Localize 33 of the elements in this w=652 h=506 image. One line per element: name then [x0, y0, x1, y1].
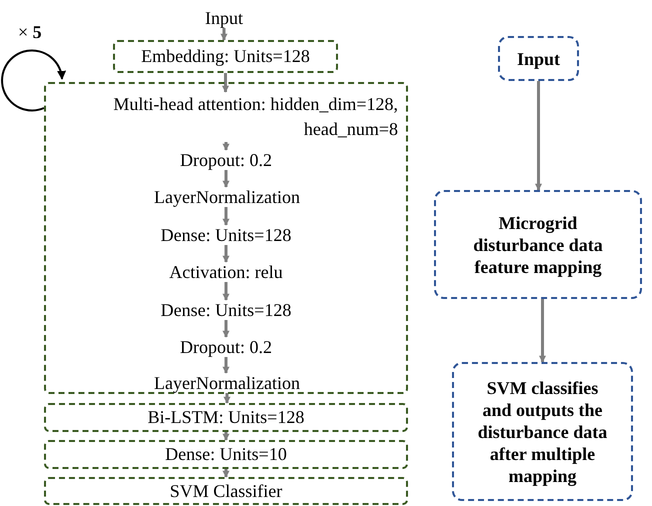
arrow — [222, 142, 230, 151]
layer-label: Dropout: 0.2 — [180, 150, 272, 170]
layer-label: Dense: Units=128 — [160, 225, 292, 245]
process-box: Microgrid disturbance data feature mapping — [434, 190, 642, 299]
arrow — [539, 299, 546, 363]
arrow — [222, 207, 230, 226]
arrow — [222, 357, 230, 374]
layer-box: SVM Classifier — [44, 477, 408, 505]
arrow — [222, 320, 230, 338]
layer-label: Activation: relu — [169, 262, 283, 282]
process-box: Input — [498, 36, 579, 81]
layer-label: LayerNormalization — [154, 373, 300, 393]
arrow — [222, 245, 230, 263]
layer-box: Dense: Units=10 — [44, 440, 408, 469]
arrow — [222, 73, 229, 93]
loop-arrow — [1, 50, 66, 112]
arrow — [220, 28, 228, 41]
repeated-block-box — [44, 82, 408, 394]
arrow — [222, 170, 230, 188]
arrow — [224, 393, 230, 404]
layer-box: Embedding: Units=128 — [113, 40, 338, 73]
arrow — [222, 282, 230, 301]
layer-box: Bi-LSTM: Units=128 — [44, 403, 408, 432]
arrow — [222, 432, 230, 441]
layer-label: Multi-head attention: hidden_dim=128, head_num=8 — [52, 92, 398, 142]
layer-label: Input — [205, 8, 243, 28]
repeat-count: × 5 — [18, 22, 42, 42]
arrow — [535, 81, 542, 191]
layer-label: LayerNormalization — [154, 187, 300, 207]
layer-label: Dropout: 0.2 — [180, 337, 272, 357]
arrow — [222, 469, 230, 478]
layer-label: Dense: Units=128 — [160, 300, 292, 320]
process-box: SVM classifies and outputs the disturbance data after multiple mapping — [452, 362, 633, 501]
